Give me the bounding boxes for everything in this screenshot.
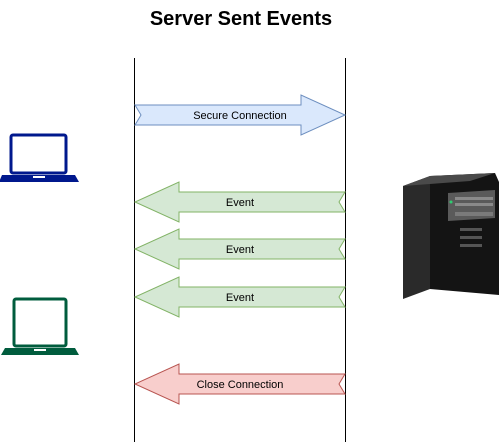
arrow-label: Secure Connection: [193, 110, 287, 122]
message-arrow: Secure Connection: [134, 94, 347, 136]
arrow-label: Event: [226, 197, 254, 209]
arrow-shape: [133, 276, 346, 318]
message-arrow: Event: [133, 276, 346, 318]
arrow-shape: [134, 94, 347, 136]
arrow-label: Event: [226, 292, 254, 304]
message-arrow: Event: [133, 228, 346, 270]
message-arrow: Close Connection: [133, 363, 346, 405]
arrow-shape: [133, 363, 346, 405]
arrow-shape: [133, 228, 346, 270]
arrow-label: Close Connection: [197, 379, 284, 391]
diagram-title: Server Sent Events: [149, 8, 333, 30]
arrow-shape: [133, 181, 346, 223]
laptop-icon: [1, 297, 79, 355]
laptop-icon: [0, 133, 79, 182]
server-tower-icon: [403, 173, 499, 299]
message-arrow: Event: [133, 181, 346, 223]
arrow-label: Event: [226, 244, 254, 256]
